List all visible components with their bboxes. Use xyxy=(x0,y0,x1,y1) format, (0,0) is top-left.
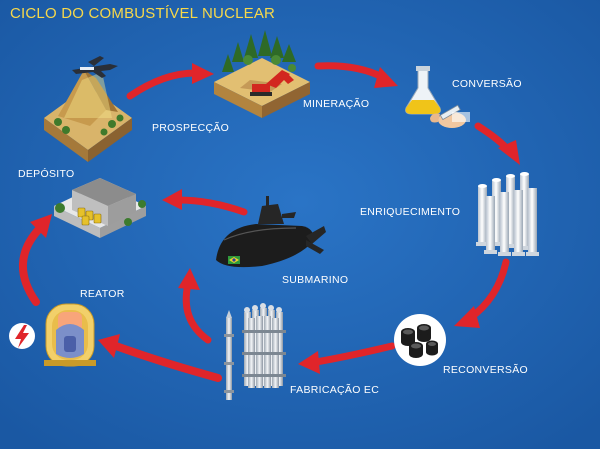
pellet-drums-icon xyxy=(394,314,446,366)
arrow-prospeccao-to-mineracao xyxy=(126,63,214,100)
arrow-mineracao-to-conversao xyxy=(314,62,398,88)
label-enriquecimento: ENRIQUECIMENTO xyxy=(360,206,461,218)
label-submarino: SUBMARINO xyxy=(282,274,349,286)
arrow-reator-to-deposito xyxy=(19,214,52,306)
label-mineracao: MINERAÇÃO xyxy=(303,98,370,110)
storage-warehouse-icon xyxy=(54,178,146,238)
label-prospeccao: PROSPECÇÃO xyxy=(152,122,230,134)
label-conversao: CONVERSÃO xyxy=(452,78,522,90)
cycle-arrows xyxy=(19,62,520,382)
diagram-title: CICLO DO COMBUSTÍVEL NUCLEAR xyxy=(10,5,276,22)
mountain-with-airplane-icon xyxy=(44,56,132,162)
label-deposito: DEPÓSITO xyxy=(18,168,75,180)
mining-excavator-icon xyxy=(214,30,310,118)
label-fabricacao: FABRICAÇÃO EC xyxy=(290,384,380,396)
arrow-fabricacao-to-submarino xyxy=(178,268,212,344)
fuel-rod-assembly-icon xyxy=(224,303,286,400)
arrow-fabricacao-to-reator xyxy=(98,334,222,382)
arrow-reconversao-to-fabricacao xyxy=(298,342,396,374)
submarine-icon xyxy=(216,196,326,268)
arrow-conversao-to-enriquecimento xyxy=(474,122,520,165)
arrow-submarino-to-deposito xyxy=(162,189,248,216)
reactor-vessel-icon xyxy=(9,303,96,367)
label-reconversao: RECONVERSÃO xyxy=(443,364,528,376)
chemistry-flask-icon xyxy=(405,66,470,128)
arrow-enriquecimento-to-reconversao xyxy=(454,258,510,328)
label-reator: REATOR xyxy=(80,288,125,300)
centrifuge-cylinders-icon xyxy=(476,172,539,256)
